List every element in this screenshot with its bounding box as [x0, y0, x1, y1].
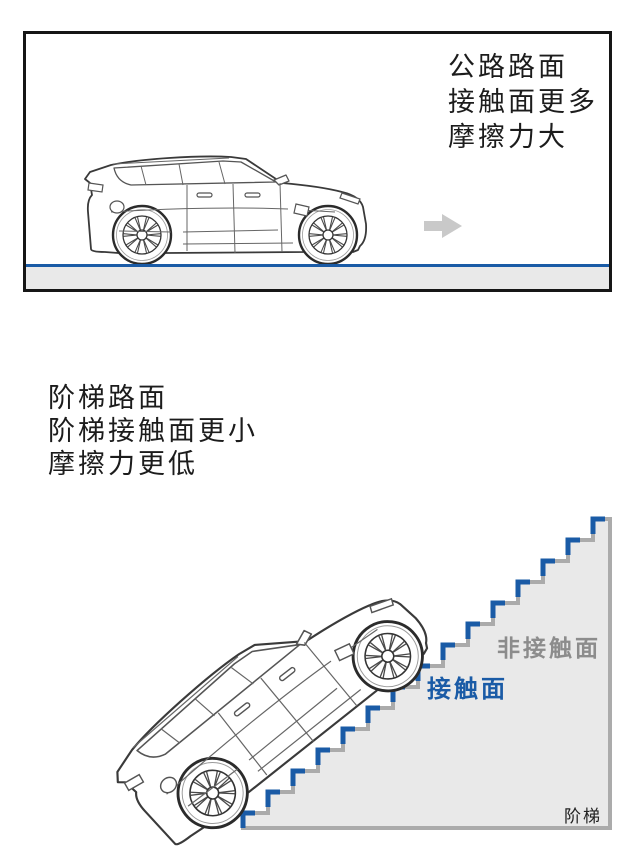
road-surface	[26, 267, 609, 289]
road-caption-line-2: 接触面更多	[448, 87, 598, 117]
stairs-label: 阶梯	[564, 807, 602, 826]
stairs-caption-line-1: 阶梯路面	[48, 383, 168, 413]
road-caption-line-1: 公路路面	[448, 52, 568, 82]
stairs-caption-line-3: 摩擦力更低	[48, 449, 198, 479]
non-contact-surface-label: 非接触面	[497, 635, 601, 661]
forward-arrow-icon	[424, 214, 462, 238]
road-caption: 公路路面 接触面更多 摩擦力大	[448, 50, 598, 155]
suv-side-icon	[83, 152, 373, 265]
stairs-caption: 阶梯路面 阶梯接触面更小 摩擦力更低	[48, 382, 258, 481]
road-caption-line-3: 摩擦力大	[448, 122, 568, 152]
contact-surface-label: 接触面	[427, 676, 508, 703]
stairs-caption-line-2: 阶梯接触面更小	[48, 416, 258, 446]
staircase	[240, 516, 612, 830]
road-panel: 公路路面 接触面更多 摩擦力大	[23, 31, 612, 292]
road-line	[26, 264, 609, 267]
